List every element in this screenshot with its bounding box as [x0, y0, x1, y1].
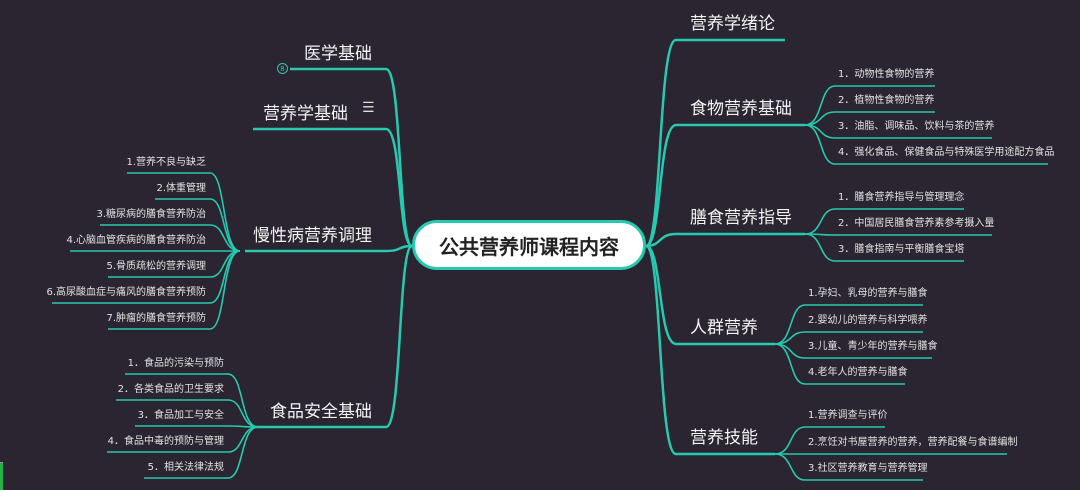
edge-indicator	[0, 462, 3, 490]
subtopic-connector	[155, 198, 241, 252]
branch-topic[interactable]: 人群营养	[690, 318, 758, 338]
subtopic[interactable]: 6.高尿酸血症与痛风的膳食营养预防	[46, 287, 206, 298]
subtopic[interactable]: 2．植物性食物的营养	[838, 95, 935, 106]
collapse-count-badge[interactable]: 8	[277, 63, 288, 74]
subtopic[interactable]: 2．各类食品的卫生要求	[117, 384, 224, 395]
branch-connector	[644, 38, 785, 248]
subtopic-connector	[774, 304, 923, 345]
subtopic[interactable]: 1.营养调查与评价	[808, 410, 888, 421]
branch-topic[interactable]: 营养学基础	[263, 104, 348, 124]
branch-connector	[645, 232, 805, 248]
subtopic[interactable]: 2.体重管理	[156, 183, 206, 194]
subtopic[interactable]: 3．膳食指南与平衡膳食宝塔	[838, 244, 965, 255]
branch-topic[interactable]: 慢性病营养调理	[253, 226, 372, 246]
notes-icon[interactable]: ☰	[362, 100, 375, 116]
subtopic[interactable]: 7.肿瘤的膳食营养预防	[106, 313, 206, 324]
branch-connector	[645, 244, 775, 346]
subtopic-connector	[804, 124, 1048, 165]
subtopic-connector	[774, 426, 885, 455]
subtopic[interactable]: 2.烹饪对书屋营养的营养，营养配餐与食谱编制	[808, 437, 1018, 448]
branch-topic[interactable]: 营养学绪论	[690, 14, 775, 34]
central-topic[interactable]: 公共营养师课程内容	[412, 220, 646, 270]
subtopic[interactable]: 1．动物性食物的营养	[838, 69, 935, 80]
subtopic-connector	[127, 172, 241, 252]
subtopic-connector	[804, 111, 935, 126]
subtopic-connector	[144, 426, 259, 479]
subtopic-connector	[804, 233, 964, 262]
subtopic[interactable]: 3．油脂、调味品、饮料与茶的营养	[838, 121, 995, 132]
subtopic-connector	[774, 453, 923, 481]
subtopic[interactable]: 4．食品中毒的预防与管理	[107, 436, 224, 447]
subtopic-connector	[108, 250, 241, 330]
subtopic[interactable]: 3.糖尿病的膳食营养防治	[96, 209, 206, 220]
central-topic-label: 公共营养师课程内容	[439, 234, 619, 259]
subtopic[interactable]: 3.社区营养教育与营养管理	[808, 463, 928, 474]
subtopic-connector	[100, 224, 241, 252]
subtopic-connector	[135, 425, 259, 428]
subtopic[interactable]: 5．相关法律法规	[147, 462, 224, 473]
subtopic-connector	[774, 343, 905, 385]
branch-connector	[290, 67, 414, 248]
subtopic-connector	[774, 331, 923, 345]
branch-connector	[645, 123, 805, 248]
subtopic[interactable]: 4.心脑血管疾病的膳食营养防治	[66, 235, 206, 246]
subtopic[interactable]: 4．强化食品、保健食品与特殊医学用途配方食品	[838, 147, 1055, 158]
subtopic[interactable]: 5.骨质疏松的营养调理	[106, 261, 206, 272]
subtopic[interactable]: 3．食品加工与安全	[137, 410, 224, 421]
subtopic-connector	[116, 399, 259, 428]
branch-topic[interactable]: 食品安全基础	[270, 402, 372, 422]
subtopic-connector	[804, 85, 935, 126]
subtopic[interactable]: 1．膳食营养指导与管理理念	[838, 192, 965, 203]
subtopic[interactable]: 3.儿童、青少年的营养与膳食	[808, 341, 938, 352]
branch-topic[interactable]: 食物营养基础	[690, 99, 792, 119]
branch-topic[interactable]: 膳食营养指导	[690, 208, 792, 228]
subtopic[interactable]: 4.老年人的营养与膳食	[808, 367, 908, 378]
branch-topic[interactable]: 医学基础	[304, 44, 372, 64]
branch-connector	[255, 244, 414, 429]
subtopic[interactable]: 1.孕妇、乳母的营养与膳食	[808, 288, 928, 299]
subtopic[interactable]: 1．食品的污染与预防	[127, 358, 224, 369]
subtopic-connector	[804, 233, 992, 236]
branch-topic[interactable]: 营养技能	[690, 428, 758, 448]
branch-connector	[245, 244, 413, 253]
subtopic[interactable]: 2．中国居民膳食营养素参考摄入量	[838, 218, 995, 229]
subtopic[interactable]: 1.营养不良与缺乏	[126, 157, 206, 168]
subtopic[interactable]: 2.婴幼儿的营养与科学喂养	[808, 315, 928, 326]
branch-connector	[253, 127, 413, 248]
subtopic-connector	[804, 208, 964, 235]
subtopic-connector	[125, 373, 259, 428]
branch-connector	[644, 244, 775, 456]
